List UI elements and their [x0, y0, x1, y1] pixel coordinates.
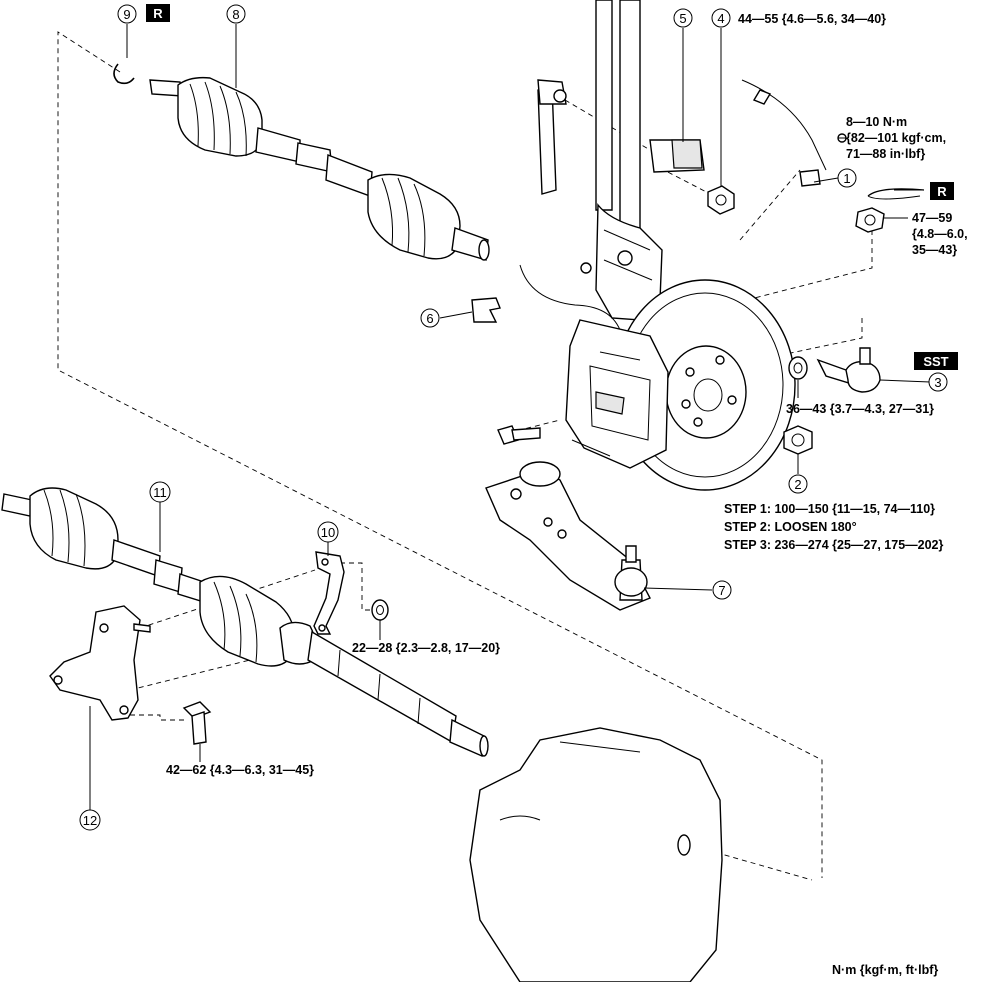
svg-text:3: 3: [934, 375, 941, 390]
strut-assembly: [519, 0, 663, 331]
brake-caliper: [565, 319, 669, 469]
drive-shaft-lower: [1, 487, 489, 758]
bearing-support: [49, 605, 151, 721]
svg-text:SST: SST: [923, 354, 948, 369]
ball-joint: [614, 545, 648, 601]
callout-9: 9: [117, 4, 137, 24]
units-note: N·m {kgf·m, ft·lbf}: [832, 963, 938, 977]
stabilizer-link: [537, 79, 567, 195]
torque-nut47-line1: 47—59: [912, 211, 952, 225]
callout-5: 5: [673, 8, 693, 28]
heat-shield: [313, 551, 345, 635]
bracket-nut: [371, 599, 389, 621]
callout-11: 11: [149, 481, 171, 503]
torque-step2: STEP 2: LOOSEN 180°: [724, 520, 857, 534]
replace-badge-top: R: [146, 4, 170, 22]
drive-shaft-upper: [149, 76, 490, 261]
transaxle: [469, 727, 723, 982]
svg-text:7: 7: [718, 583, 725, 598]
torque-item3: 36—43 {3.7—4.3, 27—31}: [786, 402, 934, 416]
svg-text:11: 11: [153, 485, 167, 500]
svg-text:9: 9: [123, 7, 130, 22]
special-tool-badge: SST: [914, 352, 958, 370]
svg-text:12: 12: [83, 813, 97, 828]
support-bolt: [182, 701, 212, 745]
callout-3: 3: [928, 372, 948, 392]
torque-step3: STEP 3: 236—274 {25—27, 175—202}: [724, 538, 943, 552]
callout-1: 1: [837, 168, 857, 188]
callout-2: 2: [788, 474, 808, 494]
svg-text:6: 6: [426, 311, 433, 326]
svg-text:10: 10: [321, 525, 335, 540]
svg-text:2: 2: [794, 477, 801, 492]
svg-text:R: R: [937, 184, 947, 199]
svg-text:1: 1: [843, 171, 850, 186]
callout-6: 6: [420, 308, 440, 328]
torque-sensor-line2: {82—101 kgf·cm,: [846, 131, 946, 145]
torque-bracket-nut: 22—28 {2.3—2.8, 17—20}: [352, 641, 500, 655]
abs-sensor-harness: [649, 79, 847, 187]
callout-10: 10: [317, 521, 339, 543]
hub-nut: [783, 425, 813, 455]
svg-text:8: 8: [232, 7, 239, 22]
callout-8: 8: [226, 4, 246, 24]
torque-bracket-bolt: 42—62 {4.3—6.3, 31—45}: [166, 763, 314, 777]
split-pin: [867, 188, 925, 200]
callout-4: 4: [711, 8, 731, 28]
caliper-bolt: [497, 425, 541, 445]
tie-rod-end: [816, 347, 881, 393]
svg-text:R: R: [153, 6, 163, 21]
tie-rod-washer: [788, 356, 808, 380]
torque-sensor-line3: 71—88 in·lbf}: [846, 147, 925, 161]
hose-clip: [471, 297, 501, 323]
tie-rod-nut: [855, 207, 885, 233]
torque-sensor-line1: 8—10 N·m: [846, 115, 907, 129]
circlip: [113, 63, 135, 85]
torque-item4: 44—55 {4.6—5.6, 34—40}: [738, 12, 886, 26]
callout-7: 7: [712, 580, 732, 600]
lower-arm: [485, 461, 651, 611]
callout-12: 12: [79, 809, 101, 831]
svg-text:5: 5: [679, 11, 686, 26]
leader-lines: [89, 24, 931, 810]
torque-specs: 44—55 {4.6—5.6, 34—40} 8—10 N·m {82—101 …: [166, 12, 968, 977]
replace-badge-right: R: [930, 182, 954, 200]
torque-nut47-line2: {4.8—6.0,: [912, 227, 968, 241]
svg-text:4: 4: [717, 11, 724, 26]
torque-step1: STEP 1: 100—150 {11—15, 74—110}: [724, 502, 935, 516]
stabilizer-nut: [707, 185, 735, 215]
torque-nut47-line3: 35—43}: [912, 243, 957, 257]
